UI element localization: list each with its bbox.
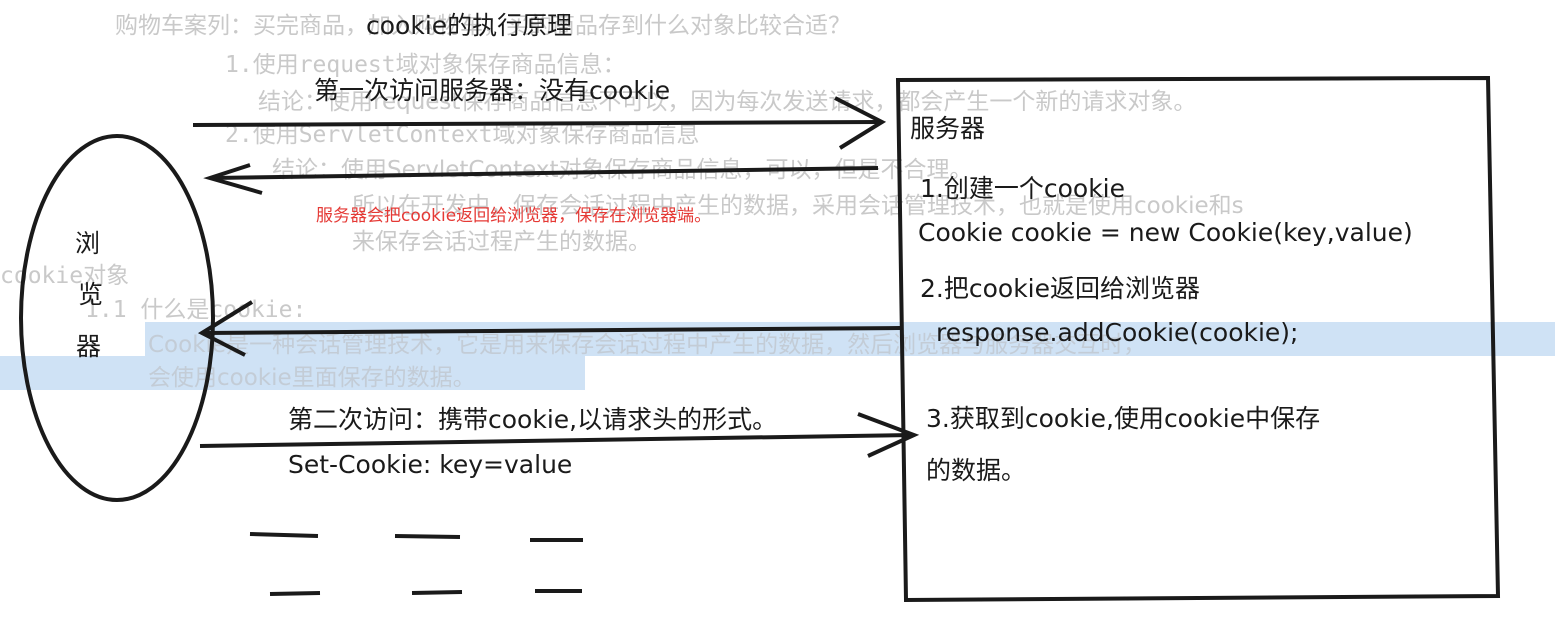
server-returns-note: 服务器会把cookie返回给浏览器，保存在浏览器端。 (316, 206, 712, 226)
bg-line: 1.1 什么是cookie: (85, 297, 307, 323)
bg-line: 1.使用request域对象保存商品信息： (225, 52, 626, 78)
dash-mark (249, 532, 319, 538)
arrow-first-visit (192, 120, 881, 127)
set-cookie-label: Set-Cookie: key=value (288, 450, 573, 479)
arrow-second-visit (199, 433, 913, 448)
arrow-response-head (203, 163, 263, 195)
bg-line: 购物车案列：买完商品，加入购物车，买的商品存到什么对象比较合适？ (115, 13, 851, 39)
arrow-add-cookie (204, 326, 901, 335)
server-step1-code: Cookie cookie = new Cookie(key,value) (918, 218, 1413, 247)
dash-mark (269, 591, 321, 596)
bg-line: 所以在开发中，保存会话过程中产生的数据，采用会话管理技术，也就是使用cookie… (352, 193, 1244, 219)
selection-highlight (0, 356, 585, 390)
server-box (895, 75, 1501, 603)
first-visit-label: 第一次访问服务器：没有cookie (314, 76, 671, 105)
arrow-response (211, 166, 879, 180)
browser-label-char: 览 (78, 280, 104, 309)
dash-mark (411, 590, 463, 595)
server-step3: 3.获取到cookie,使用cookie中保存 (926, 404, 1321, 433)
bg-line: 来保存会话过程产生的数据。 (352, 229, 651, 255)
bg-line: Cookie是一种会话管理技术，它是用来保存会话过程中产生的数据，然后浏览器与服… (148, 332, 1147, 358)
server-step2: 2.把cookie返回给浏览器 (920, 274, 1200, 303)
bg-line: 会使用cookie里面保存的数据。 (148, 365, 476, 391)
diagram-title: cookie的执行原理 (366, 11, 573, 40)
server-title: 服务器 (910, 114, 986, 143)
server-step3-cont: 的数据。 (926, 456, 1027, 485)
browser-label-char: 浏 (75, 229, 101, 258)
dash-mark (394, 534, 461, 539)
arrow-add-cookie-head (197, 300, 254, 357)
second-visit-label: 第二次访问：携带cookie,以请求头的形式。 (288, 405, 778, 434)
arrow-second-visit-head (857, 412, 920, 458)
server-step2-code: response.addCookie(cookie); (936, 318, 1299, 347)
browser-ellipse (19, 134, 215, 502)
arrow-first-visit-head (834, 96, 887, 150)
browser-label-char: 器 (76, 332, 102, 361)
bg-line: 结论：使用request保存商品信息不可以，因为每次发送请求，都会产生一个新的请… (258, 89, 1197, 115)
server-step1: 1.创建一个cookie (920, 174, 1125, 203)
